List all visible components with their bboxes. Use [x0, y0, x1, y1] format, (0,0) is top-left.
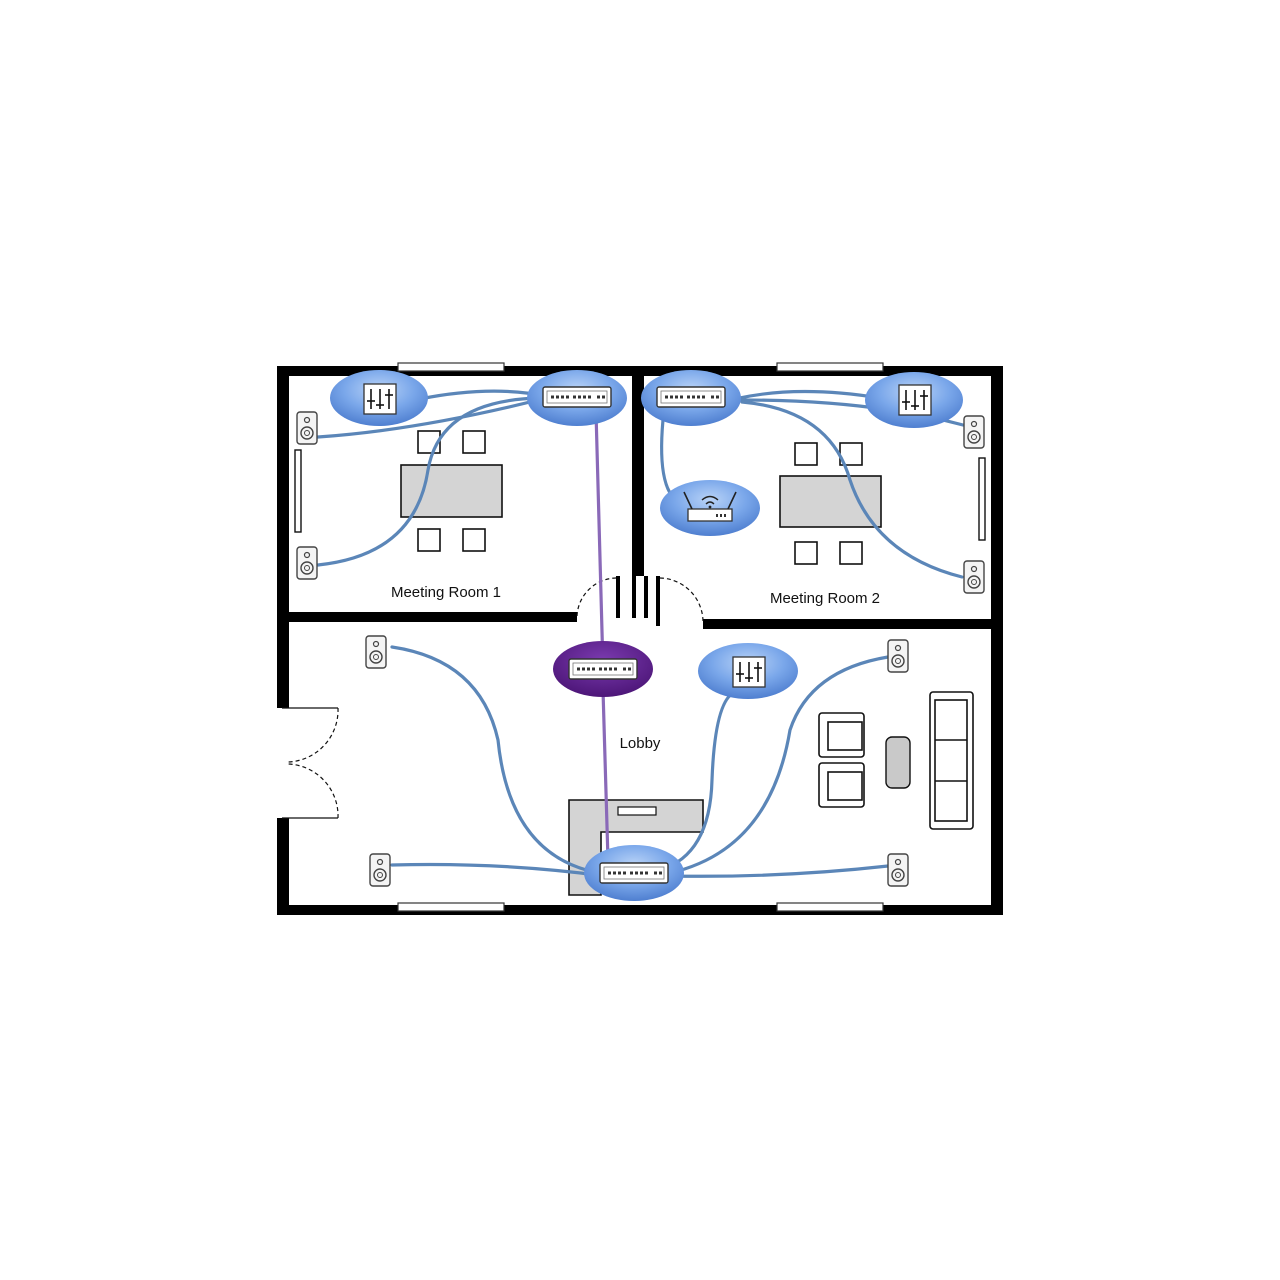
meeting-table — [779, 475, 882, 528]
speaker-icon — [296, 411, 318, 445]
switch-icon — [599, 862, 669, 884]
mixer-icon — [898, 384, 932, 416]
speaker-icon — [296, 546, 318, 580]
mixer-mr2[interactable] — [865, 372, 963, 428]
speaker-icon — [887, 639, 909, 673]
room-label-meeting-room-1: Meeting Room 1 — [391, 584, 501, 601]
core-switch-lobby[interactable] — [553, 641, 653, 697]
wifi-ap-mr2[interactable] — [660, 480, 760, 536]
switch-mr2[interactable] — [641, 370, 741, 426]
chair — [794, 541, 818, 565]
mixer-mr1[interactable] — [330, 370, 428, 426]
switch-mr1[interactable] — [527, 370, 627, 426]
chair — [417, 528, 441, 552]
room-label-lobby: Lobby — [620, 735, 661, 752]
armchair — [818, 762, 865, 808]
mixer-lobby[interactable] — [698, 643, 798, 699]
speaker-icon — [365, 635, 387, 669]
room-label-meeting-room-2: Meeting Room 2 — [770, 590, 880, 607]
mixer-icon — [363, 383, 397, 415]
projection-screen — [294, 449, 302, 533]
doors — [282, 577, 704, 819]
walls — [277, 366, 1003, 915]
switch-icon — [568, 658, 638, 680]
speaker-icon — [887, 853, 909, 887]
desk-monitor — [617, 806, 657, 816]
speaker-icon — [963, 415, 985, 449]
projection-screen — [978, 457, 986, 541]
chair — [839, 541, 863, 565]
cables — [316, 389, 965, 878]
speaker-icon — [369, 853, 391, 887]
chair — [462, 430, 486, 454]
armchair — [818, 712, 865, 758]
coffee-table — [885, 736, 911, 789]
sofa — [929, 691, 974, 830]
windows — [397, 362, 884, 912]
reception-desk — [568, 799, 704, 896]
meeting-table — [400, 464, 503, 518]
mixer-icon — [732, 656, 766, 688]
chair — [794, 442, 818, 466]
speaker-icon — [963, 560, 985, 594]
switch-lobby-desk[interactable] — [584, 845, 684, 901]
chair — [462, 528, 486, 552]
furniture — [294, 430, 986, 896]
switch-icon — [656, 386, 726, 408]
switch-icon — [542, 386, 612, 408]
